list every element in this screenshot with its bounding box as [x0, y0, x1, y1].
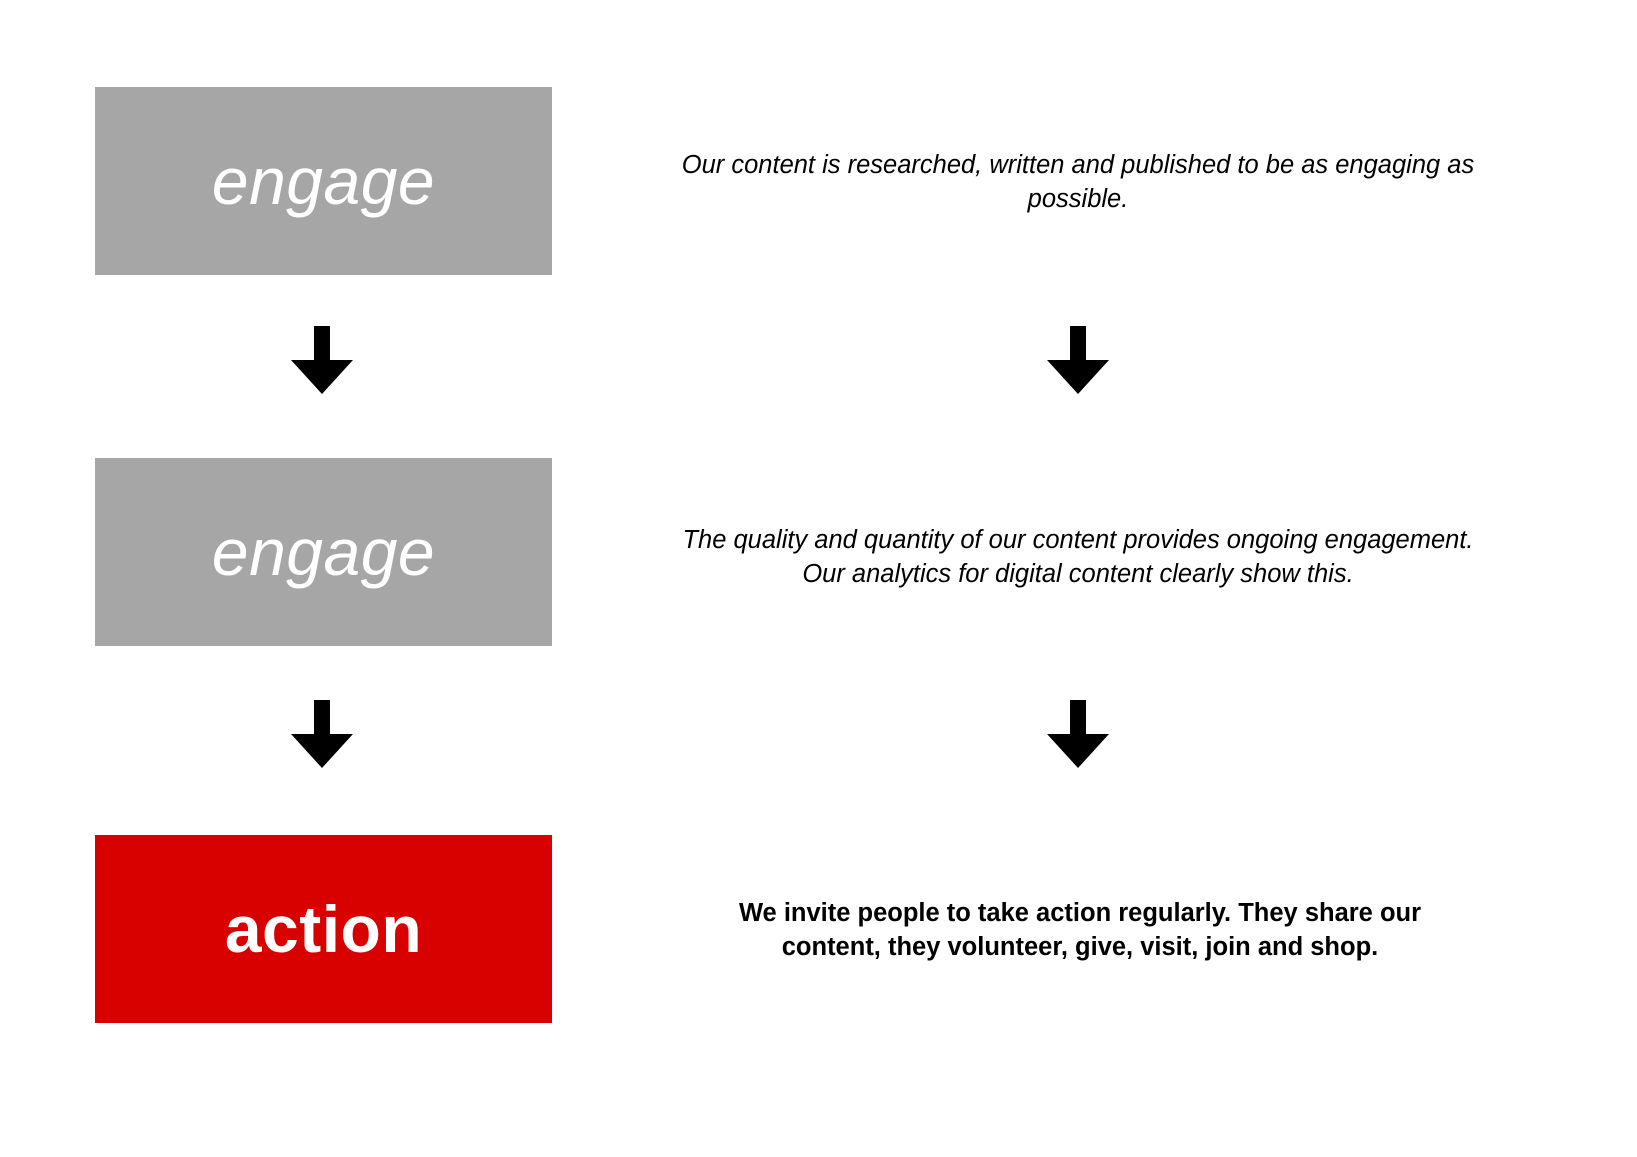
stage-box-engage-2[interactable]: engage [95, 458, 552, 646]
arrow-down-icon [291, 326, 353, 394]
stage-box-action[interactable]: action [95, 835, 552, 1023]
stage-description-2: The quality and quantity of our content … [682, 526, 1474, 588]
stage-description-3: We invite people to take action regularl… [738, 899, 1422, 961]
stage-box-engage-1[interactable]: engage [95, 87, 552, 275]
arrow-down-icon [1047, 700, 1109, 768]
arrow-down-icon [291, 700, 353, 768]
stage-description-1: Our content is researched, written and p… [681, 151, 1475, 213]
stage-box-label-engage-2: engage [211, 515, 436, 589]
stage-box-label-engage-1: engage [211, 144, 436, 218]
arrow-down-icon [1047, 326, 1109, 394]
stage-box-label-action: action [224, 892, 423, 966]
